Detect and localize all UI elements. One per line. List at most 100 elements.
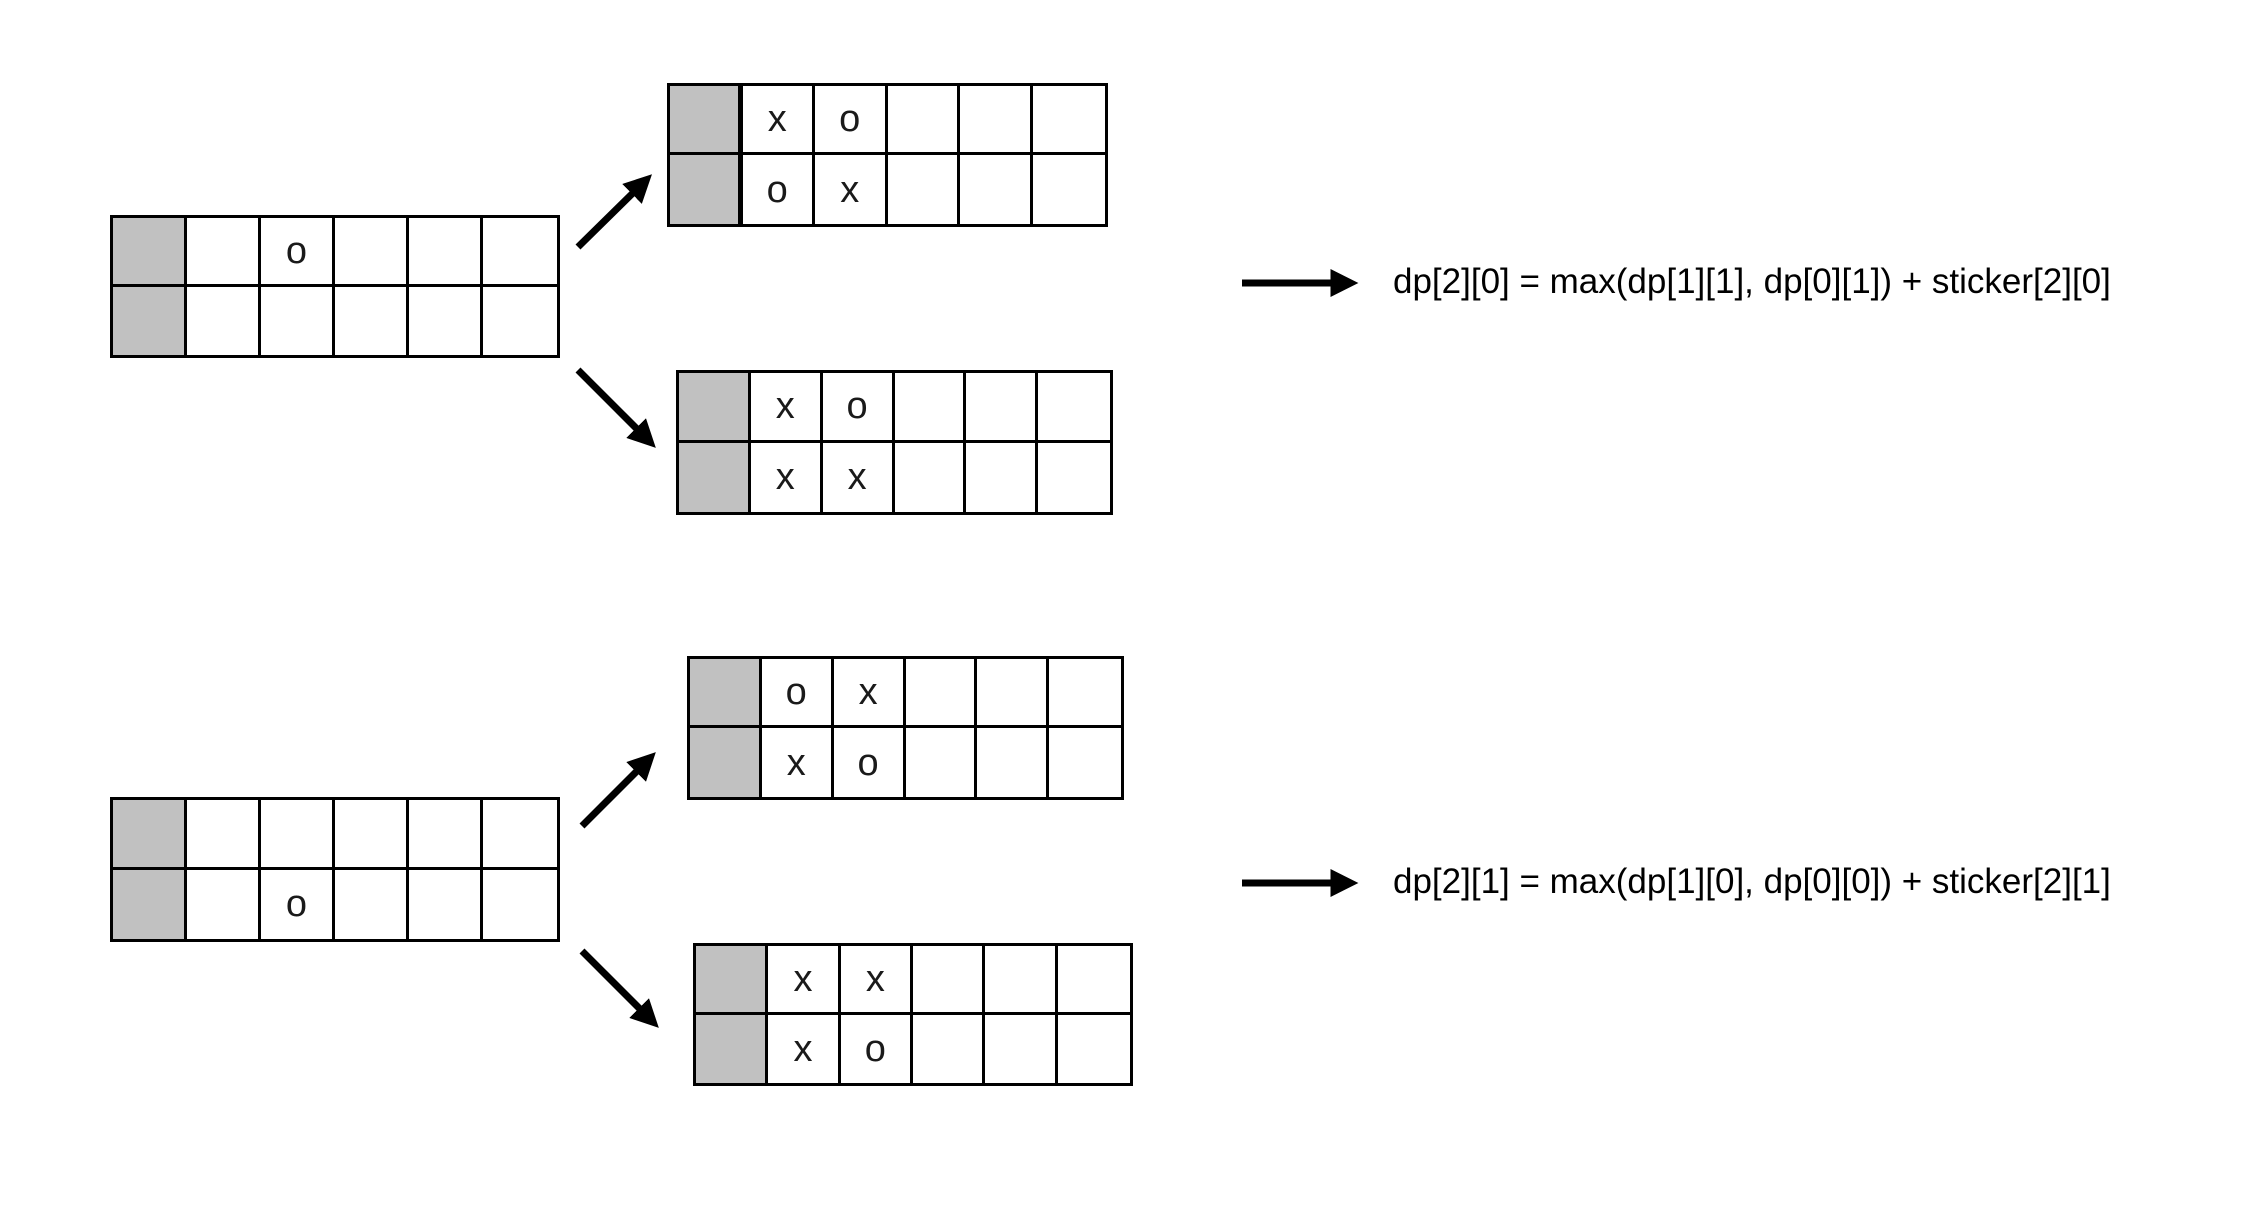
- grid-cell: o: [261, 218, 335, 287]
- grid-cell: [409, 800, 483, 870]
- grid-cell: [1032, 86, 1105, 155]
- grid-cell: [888, 155, 960, 224]
- grid-cell: [977, 728, 1050, 797]
- cell-letter: x: [858, 671, 878, 713]
- cell-letter: o: [864, 1027, 886, 1070]
- grid-cell: [187, 869, 261, 939]
- grid-cell: [960, 155, 1033, 224]
- grid-cell: [966, 442, 1039, 512]
- grid-cell: [894, 373, 967, 443]
- grid-cell: [335, 800, 409, 870]
- used-marker-cell: [113, 218, 187, 287]
- grid-cell: [483, 218, 557, 287]
- grid-cell: x: [750, 373, 823, 443]
- cell-letter: o: [857, 741, 879, 784]
- cell-letter: x: [840, 168, 860, 211]
- grid-cell: [985, 1014, 1058, 1083]
- grid-cell: [409, 286, 483, 355]
- grid-cell: [483, 287, 557, 356]
- grid-cell: x: [833, 659, 906, 728]
- used-marker-cell: [679, 373, 751, 443]
- cell-letter: o: [285, 229, 308, 272]
- grid-cell: x: [768, 1014, 841, 1083]
- grid-cell: o: [822, 373, 895, 443]
- grid-cell: [187, 286, 261, 355]
- grid-cell: x: [762, 728, 834, 797]
- grid-cell: x: [742, 86, 815, 155]
- used-marker-cell: [696, 1014, 769, 1083]
- used-marker-cell: [113, 869, 187, 939]
- grid-cell: o: [834, 728, 906, 797]
- cell-letter: x: [767, 98, 787, 140]
- bottom-branch-down-arrow-icon: [579, 948, 659, 1028]
- used-marker-cell: [113, 286, 187, 355]
- grid-cell: [1038, 373, 1110, 443]
- grid-cell: [409, 218, 483, 287]
- grid-cell: [977, 659, 1050, 728]
- used-marker-cell: [113, 800, 187, 870]
- used-marker-cell: [690, 728, 762, 797]
- used-marker-cell: [670, 155, 743, 224]
- dp-formula-bottom: dp[2][1] = max(dp[1][0], dp[0][0]) + sti…: [1393, 862, 2111, 901]
- grid-cell: o: [743, 155, 815, 224]
- grid-cell: x: [815, 155, 888, 224]
- grid-cell: x: [823, 442, 895, 512]
- grid-cell: [887, 86, 960, 155]
- grid-cell: [1033, 155, 1106, 224]
- grid-cell: x: [768, 946, 841, 1015]
- grid-cell: [261, 800, 335, 870]
- cell-letter: x: [865, 957, 885, 1000]
- grid-cell: [906, 728, 978, 797]
- state-grid-bottom-source: o: [110, 797, 560, 942]
- grid-cell: [1038, 443, 1110, 513]
- grid-cell: o: [815, 86, 888, 155]
- grid-cell: [1057, 946, 1130, 1015]
- grid-cell: [335, 286, 409, 355]
- grid-cell: [960, 86, 1033, 155]
- grid-cell: [913, 946, 986, 1015]
- grid-cell: [261, 286, 335, 355]
- grid-cell: [409, 869, 483, 939]
- grid-cell: [1049, 659, 1121, 728]
- bottom-branch-up-arrow-icon: [579, 752, 656, 829]
- grid-cell: o: [761, 659, 834, 728]
- cell-letter: x: [775, 456, 795, 499]
- grid-cell: x: [751, 442, 823, 512]
- grid-cell: [1049, 728, 1121, 797]
- grid-cell: [985, 946, 1058, 1015]
- cell-letter: x: [847, 456, 867, 499]
- cell-letter: o: [846, 385, 868, 428]
- cell-letter: x: [775, 385, 795, 428]
- grid-cell: x: [840, 946, 913, 1015]
- cell-letter: o: [785, 671, 807, 713]
- grid-cell: [895, 442, 967, 512]
- cell-letter: x: [793, 1027, 813, 1070]
- grid-cell: [905, 659, 978, 728]
- grid-cell: o: [261, 869, 335, 939]
- grid-cell: [966, 373, 1039, 443]
- used-marker-cell: [696, 946, 769, 1015]
- top-branch-down-arrow-icon: [575, 367, 656, 448]
- grid-cell: [335, 218, 409, 287]
- grid-cell: [187, 800, 261, 870]
- used-marker-cell: [670, 86, 743, 155]
- cell-letter: x: [786, 741, 806, 784]
- grid-cell: [483, 800, 557, 870]
- state-grid-top-source: o: [110, 215, 560, 358]
- cell-letter: o: [766, 168, 788, 211]
- grid-cell: o: [841, 1014, 913, 1083]
- used-marker-cell: [679, 442, 751, 512]
- cell-letter: o: [285, 883, 308, 926]
- grid-cell: [335, 869, 409, 939]
- grid-cell: [913, 1014, 986, 1083]
- grid-cell: [1058, 1015, 1130, 1084]
- grid-cell: [483, 870, 557, 940]
- used-marker-cell: [690, 659, 762, 728]
- cell-letter: x: [793, 957, 813, 1000]
- top-branch-up-arrow-icon: [575, 174, 652, 250]
